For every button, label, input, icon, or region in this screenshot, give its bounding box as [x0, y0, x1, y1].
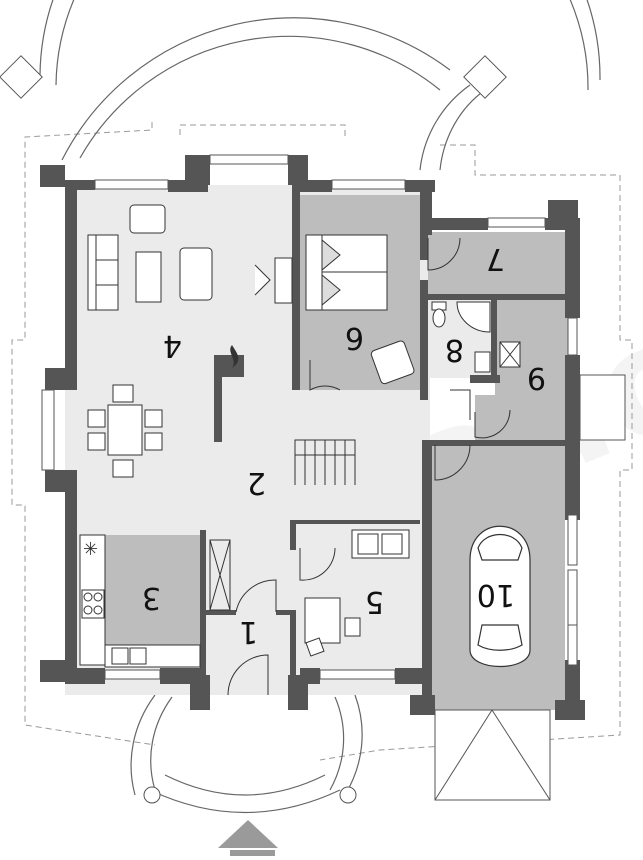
- top-arc: [39, 0, 601, 171]
- bathtub-icon: [456, 301, 491, 333]
- room-label-8: 8: [445, 332, 464, 367]
- room-label-1: 1: [239, 614, 258, 649]
- sofa-icon: [87, 234, 119, 311]
- office-furniture: [304, 529, 410, 657]
- toilet-icon: [431, 301, 447, 328]
- walls: [40, 155, 585, 720]
- fireplace-icon: [230, 345, 239, 368]
- room-label-10: 10: [477, 577, 515, 612]
- room-label-6: 6: [345, 320, 364, 355]
- room-label-2: 2: [247, 465, 266, 500]
- bathroom-fixtures: [431, 301, 521, 373]
- windows: [41, 154, 626, 680]
- room-labels: 1 2 3 4 5 6 7 8 9 10: [142, 241, 546, 649]
- garage-apron: [434, 709, 551, 801]
- room-label-7: 7: [486, 241, 505, 276]
- svg-text:✳: ✳: [83, 539, 98, 560]
- sink-icon: [111, 647, 147, 665]
- bed-icon: [305, 234, 415, 385]
- room-label-3: 3: [142, 580, 161, 615]
- room-label-5: 5: [365, 584, 384, 619]
- doors: [209, 237, 511, 696]
- living-furniture: [87, 204, 293, 478]
- stairs-icon: [294, 439, 356, 485]
- car-icon: [469, 525, 531, 667]
- room-label-4: 4: [163, 328, 182, 363]
- entrance-arrow-icon: [218, 820, 278, 856]
- room-label-9: 9: [527, 360, 546, 395]
- kitchen-fixtures: ✳: [79, 534, 201, 668]
- bottom-arc: [130, 694, 363, 813]
- stove-icon: [81, 589, 105, 619]
